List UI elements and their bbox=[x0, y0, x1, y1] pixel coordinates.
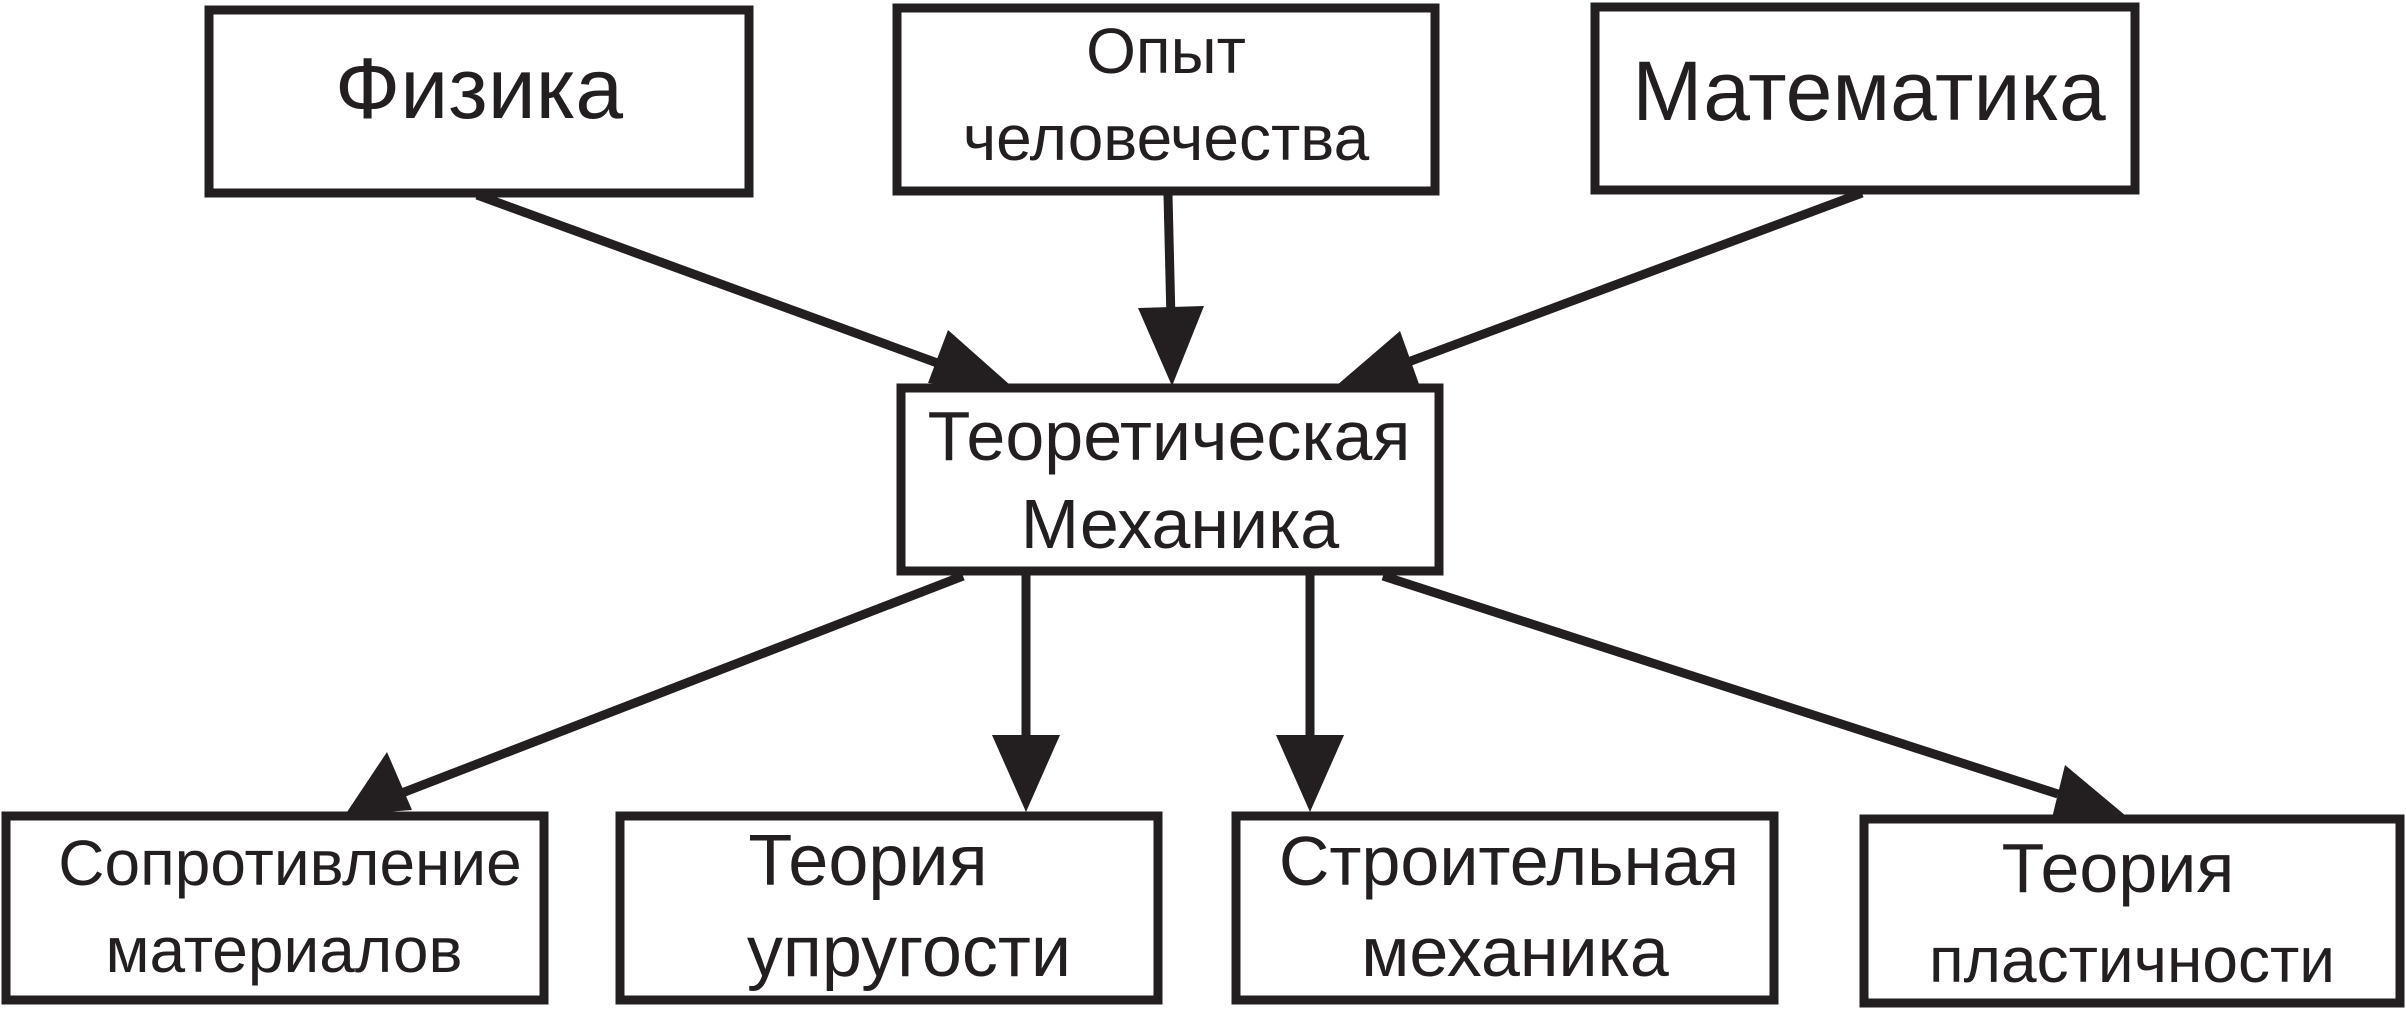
arrow-experience-to-theoretical bbox=[1138, 194, 1204, 386]
node-experience: Опыт человечества bbox=[892, 3, 1440, 196]
node-theoretical-mechanics-label-line2: Механика bbox=[1021, 485, 1340, 563]
node-theoretical-mechanics: Теоретическая Механика bbox=[896, 383, 1444, 576]
arrow-theoretical-to-structural bbox=[1276, 566, 1344, 812]
node-elasticity-theory-label-line1: Теория bbox=[748, 821, 987, 901]
node-elasticity-theory-label-line2: упругости bbox=[747, 912, 1071, 992]
node-plasticity-theory-label-line1: Теория bbox=[2002, 829, 2235, 907]
node-theoretical-mechanics-label-line1: Теоретическая bbox=[928, 397, 1411, 475]
arrow-physics-to-theoretical bbox=[475, 190, 1018, 392]
node-experience-label-line1: Опыт bbox=[1086, 15, 1246, 87]
arrow-math-to-theoretical bbox=[1329, 188, 1864, 392]
node-experience-label-line2: человечества bbox=[963, 102, 1370, 174]
node-math-label: Математика bbox=[1632, 44, 2106, 138]
arrow-theoretical-to-plasticity bbox=[1381, 571, 2126, 822]
node-strength-of-materials-label-line2: материалов bbox=[106, 914, 463, 986]
node-physics-label: Физика bbox=[335, 41, 623, 137]
node-strength-of-materials: Сопротивление материалов bbox=[1, 811, 549, 1005]
node-math: Математика bbox=[1590, 2, 2140, 195]
node-structural-mechanics-label-line2: механика bbox=[1361, 913, 1669, 991]
arrow-theoretical-to-elasticity bbox=[992, 566, 1060, 812]
node-physics: Физика bbox=[204, 5, 754, 198]
node-elasticity-theory: Теория упругости bbox=[615, 811, 1163, 1005]
node-strength-of-materials-label-line1: Сопротивление bbox=[58, 827, 521, 899]
node-structural-mechanics-label-line1: Строительная bbox=[1279, 822, 1739, 900]
node-plasticity-theory-label-line2: пластичности bbox=[1929, 924, 2335, 996]
arrow-theoretical-to-strength bbox=[345, 571, 965, 815]
node-structural-mechanics: Строительная механика bbox=[1231, 811, 1779, 1005]
node-plasticity-theory: Теория пластичности bbox=[1859, 814, 2405, 1008]
